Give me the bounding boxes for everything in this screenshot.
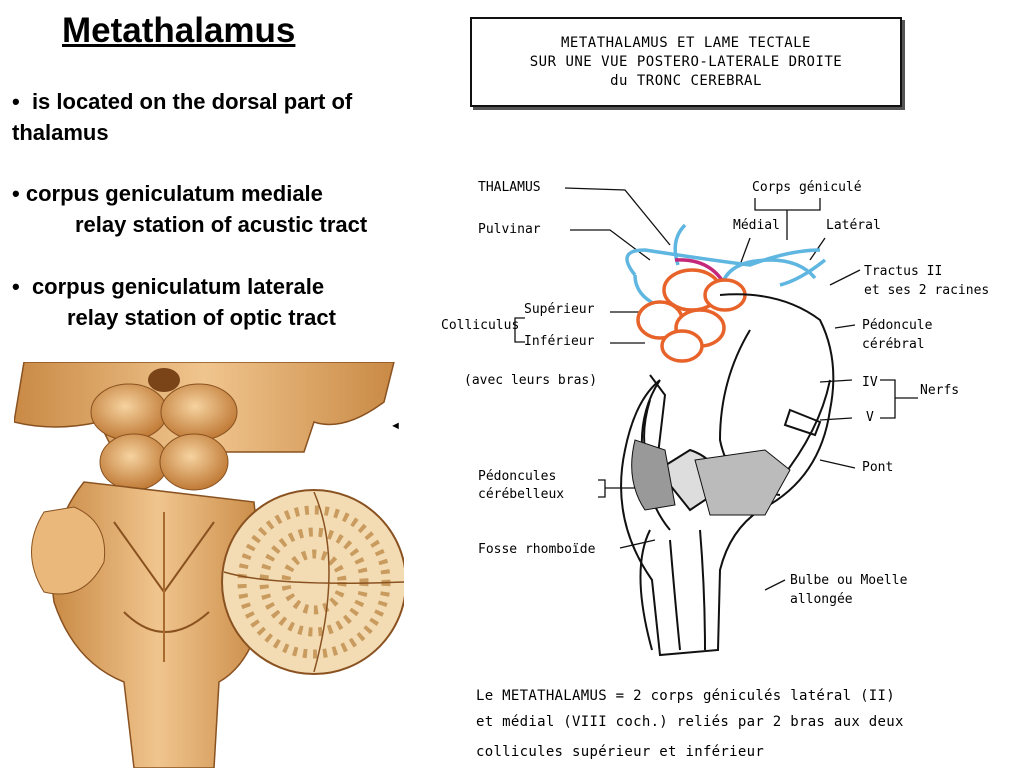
label-cerebelleux: cérébelleux [478,487,565,502]
bullet-medial-geniculate: • corpus geniculatum mediale [12,178,323,209]
label-nerve-v: V [866,410,874,425]
bullet-lateral-subtext: relay station of optic tract [67,305,336,330]
brainstem-diagram [514,187,918,657]
pointer-arrow-icon: ◄ [390,420,401,432]
label-nerve-iv: IV [862,375,878,390]
bullet-marker: • [12,274,20,299]
label-lateral: Latéral [826,218,881,233]
bullet-medial-subtext: relay station of acustic tract [75,212,368,237]
label-allongee: allongée [790,592,853,607]
label-pedoncule: Pédoncule [862,318,933,333]
bullet-marker: • [12,181,20,206]
bullet-text: corpus geniculatum laterale [31,274,325,299]
label-cerebral: cérébral [862,337,925,352]
bullet-marker: • [12,89,20,114]
bullet-text-continued: thalamus [12,120,109,145]
label-thalamus: THALAMUS [478,180,541,195]
diagram-title-box: METATHALAMUS ET LAME TECTALE SUR UNE VUE… [470,17,902,107]
diagram-title-line: du TRONC CEREBRAL [610,72,762,89]
brainstem-illustration [14,362,404,768]
bullet-text: corpus geniculatum mediale [25,181,323,206]
bullet-lateral-geniculate: • corpus geniculatum laterale [12,271,324,302]
label-pont: Pont [862,460,894,475]
label-nerfs: Nerfs [920,383,960,398]
diagram-footer-line: et médial (VIII coch.) reliés par 2 bras… [476,714,904,730]
label-tractus: Tractus II [864,264,943,279]
label-bulbe: Bulbe ou Moelle [790,573,908,588]
label-corps-genicule: Corps géniculé [752,180,862,195]
diagram-title-line: METATHALAMUS ET LAME TECTALE [560,34,811,51]
label-pedoncules: Pédoncules [478,469,557,484]
label-medial: Médial [733,218,780,233]
label-pulvinar: Pulvinar [478,222,541,237]
label-fosse-rhomboide: Fosse rhomboïde [478,542,596,557]
diagram-footer-line: Le METATHALAMUS = 2 corps géniculés laté… [476,688,895,704]
bullet-text: is located on the dorsal part of [31,89,353,114]
slide-title: Metathalamus [62,11,296,50]
label-racines: et ses 2 racines [864,283,990,298]
label-bras: (avec leurs bras) [464,373,598,388]
label-superieur: Supérieur [524,302,595,317]
diagram-footer-line: collicules supérieur et inférieur [476,744,765,760]
bullet-location: • is located on the dorsal part of thala… [12,86,352,148]
label-inferieur: Inférieur [524,334,595,349]
diagram-title-line: SUR UNE VUE POSTERO-LATERALE DROITE [529,53,843,70]
label-colliculus: Colliculus [441,318,520,333]
